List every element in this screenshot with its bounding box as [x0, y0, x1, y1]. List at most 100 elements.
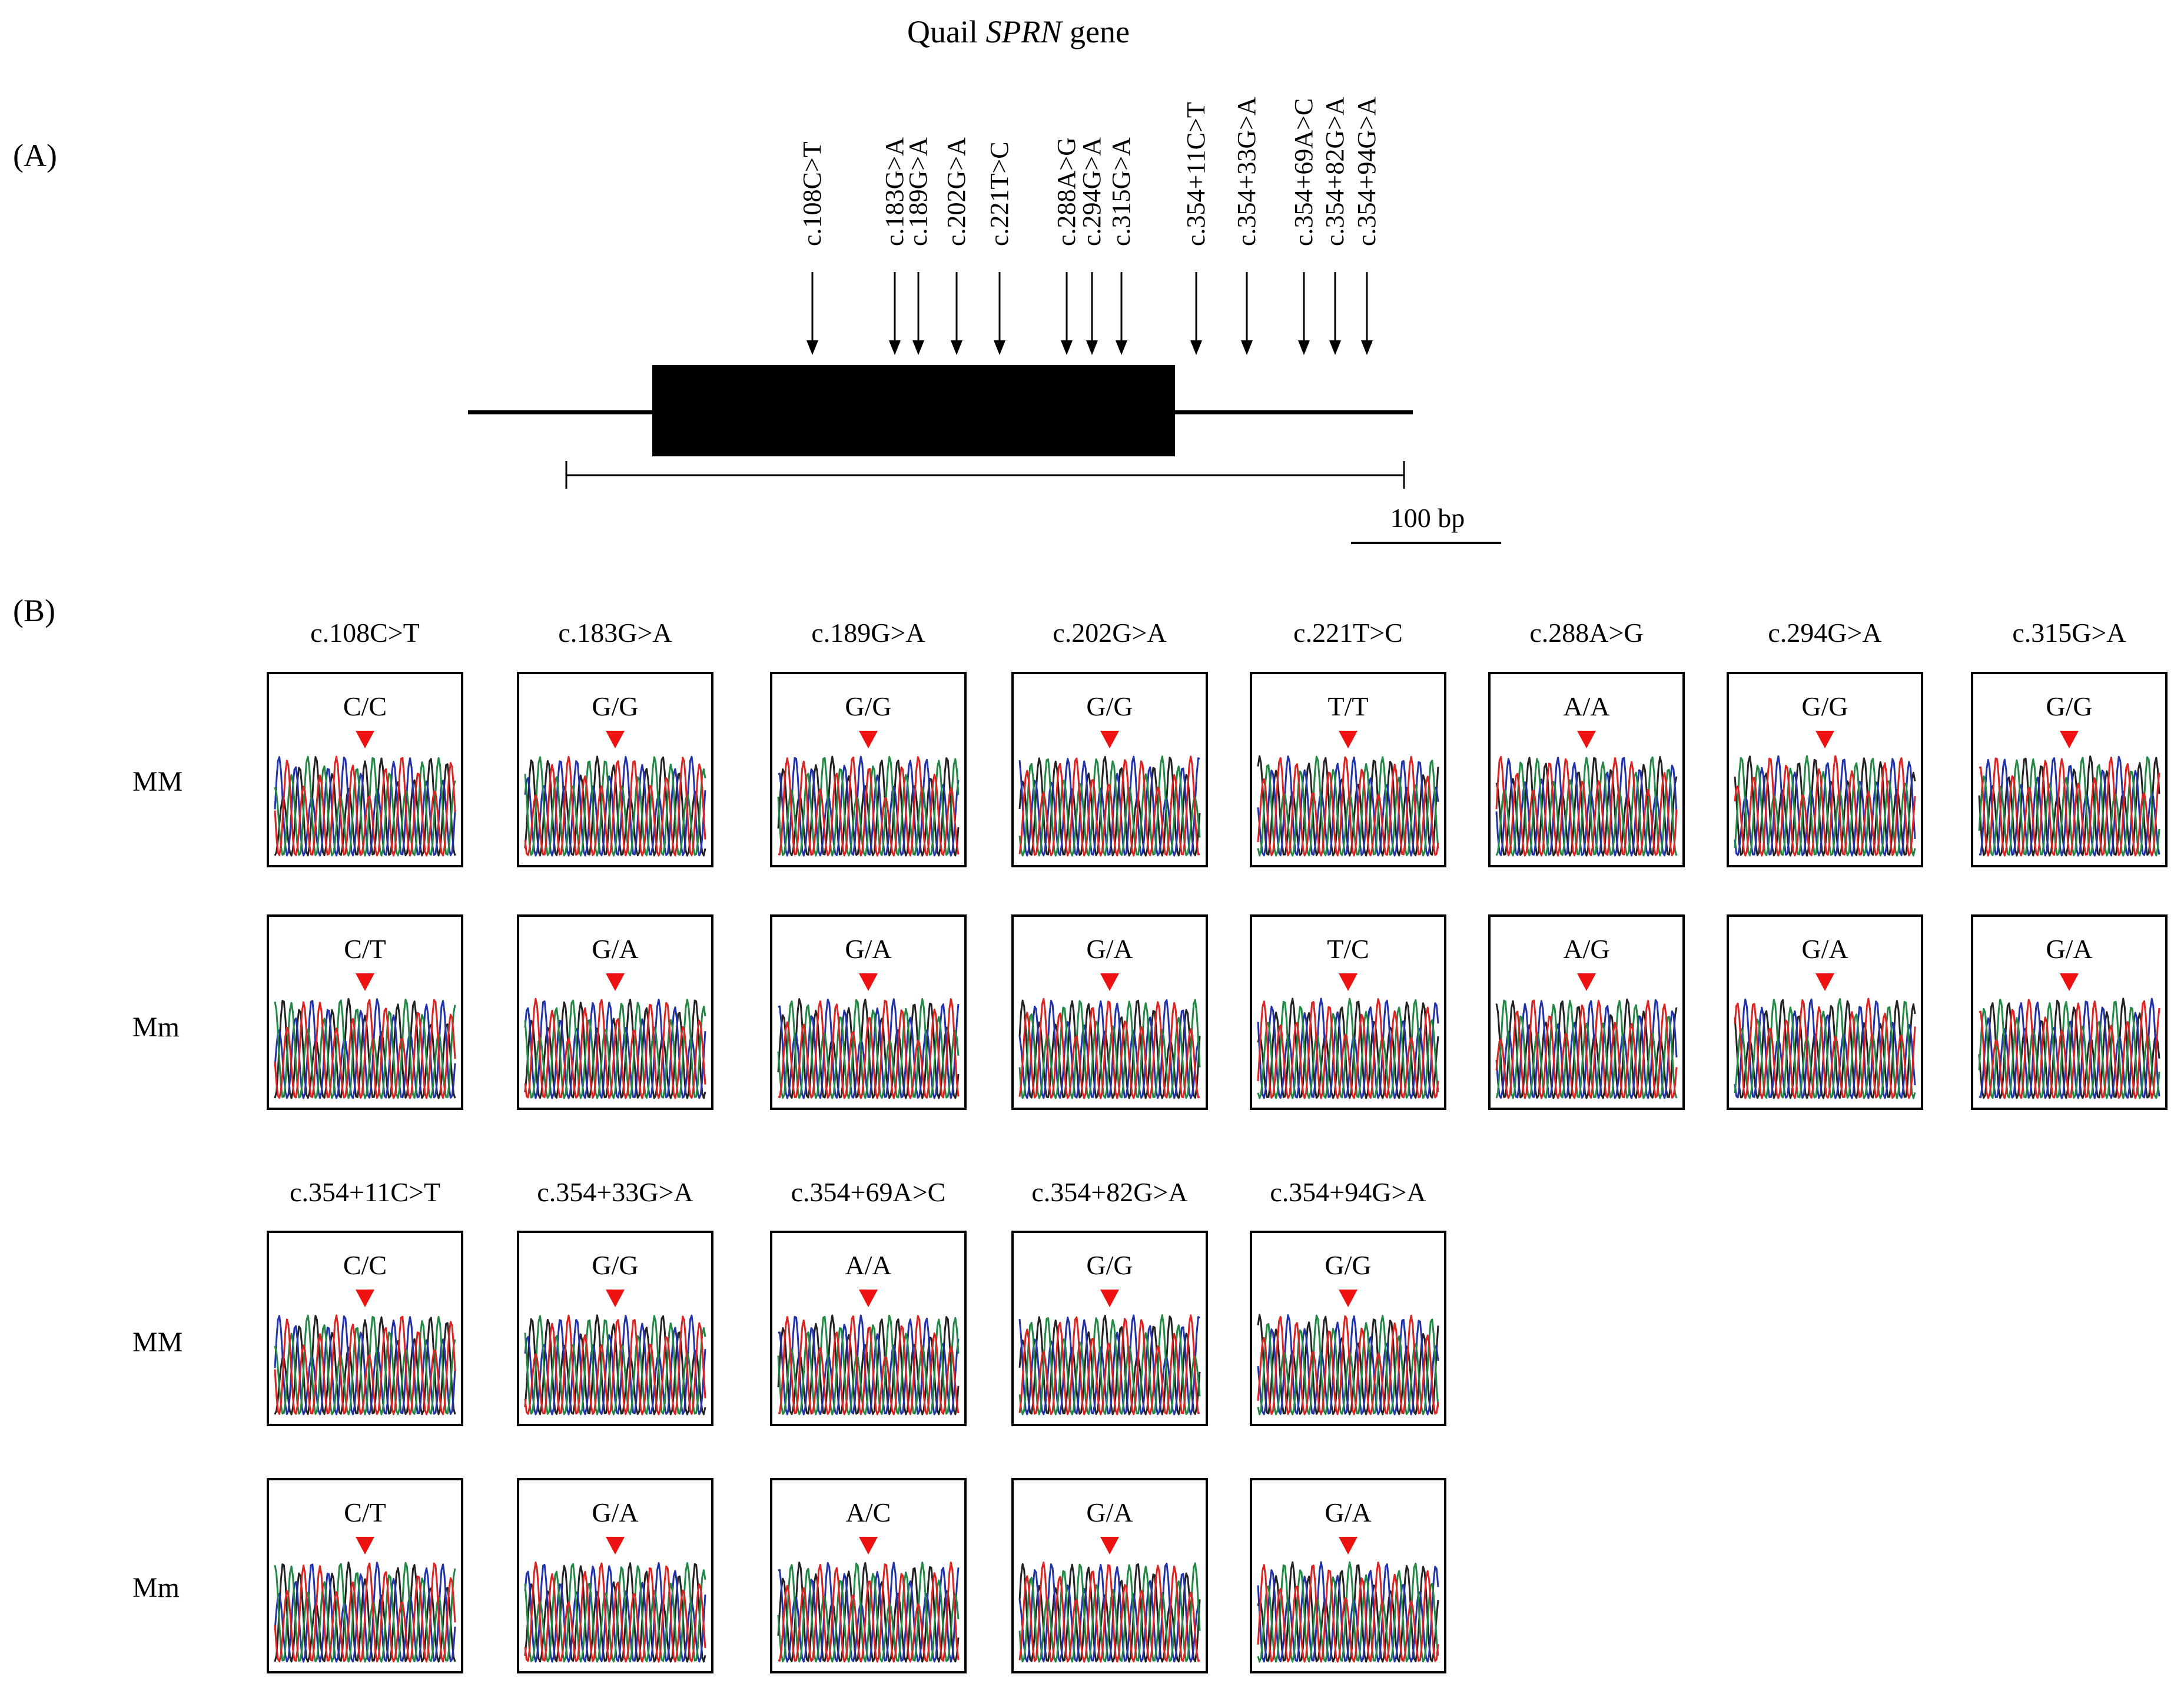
- snp-marker-icon: [1577, 731, 1596, 748]
- arrow-head: [1086, 340, 1098, 355]
- trace-line: [274, 1314, 456, 1416]
- snp-marker-icon: [1339, 973, 1357, 991]
- snp-marker-icon: [1339, 731, 1357, 748]
- chromatogram-box: C/T: [267, 1478, 463, 1673]
- trace-line: [1979, 756, 2160, 857]
- trace-line: [524, 1562, 706, 1663]
- snp-marker-icon: [859, 973, 878, 991]
- chromatogram-box: G/G: [517, 672, 713, 867]
- snp-position-label: c.315G>A: [1107, 137, 1136, 246]
- trace-line: [1257, 1314, 1439, 1416]
- trace-line: [1495, 999, 1678, 1099]
- trace-line: [1257, 1314, 1439, 1416]
- trace-line: [1018, 755, 1200, 857]
- snp-position-label: c.183G>A: [880, 137, 909, 246]
- snp-marker-icon: [2060, 731, 2079, 748]
- trace-line: [1979, 997, 2160, 1099]
- trace-line: [1495, 755, 1678, 857]
- genotype-call: G/G: [1086, 691, 1133, 721]
- chromatogram-box: G/A: [770, 914, 967, 1110]
- snp-marker-icon: [606, 1290, 625, 1307]
- arrow-head: [951, 340, 962, 355]
- snp-column-title: c.315G>A: [2012, 618, 2126, 648]
- snp-column-title: c.221T>C: [1293, 618, 1403, 648]
- genotype-row-label: MM: [132, 766, 182, 797]
- genotype-row-label: Mm: [132, 1572, 180, 1603]
- trace-line: [274, 999, 456, 1099]
- trace-line: [1734, 755, 1916, 857]
- chromatogram-box: G/G: [1727, 672, 1923, 867]
- genotype-call: G/A: [592, 1497, 638, 1527]
- trace-line: [1018, 1562, 1201, 1663]
- genotype-call: G/G: [845, 691, 891, 721]
- snp-marker-icon: [606, 973, 625, 991]
- chromatogram-grid: c.108C>TC/CC/Tc.183G>AG/GG/Ac.189G>AG/GG…: [132, 618, 2168, 1673]
- trace-line: [524, 756, 706, 857]
- snp-column-title: c.202G>A: [1053, 618, 1166, 648]
- chromatogram-box: G/A: [1011, 914, 1208, 1110]
- chromatogram-box: A/A: [1488, 672, 1685, 867]
- genotype-call: A/A: [1563, 691, 1609, 721]
- chromatogram-box: G/A: [1011, 1478, 1208, 1673]
- snp-arrow: c.354+11C>T: [1181, 102, 1210, 355]
- snp-marker-icon: [1100, 731, 1119, 748]
- trace-line: [524, 997, 706, 1099]
- trace-line: [778, 998, 960, 1099]
- snp-position-label: c.354+82G>A: [1320, 97, 1349, 246]
- snp-marker-icon: [1815, 731, 1834, 748]
- trace-line: [274, 1315, 456, 1416]
- snp-column-title: c.189G>A: [811, 618, 925, 648]
- trace-line: [1018, 997, 1200, 1099]
- trace-line: [1734, 998, 1916, 1099]
- trace-line: [1734, 997, 1916, 1099]
- genotype-call: G/A: [1325, 1497, 1371, 1527]
- trace-line: [274, 1314, 456, 1416]
- snp-arrow: c.294G>A: [1077, 137, 1106, 355]
- snp-position-label: c.288A>G: [1052, 137, 1081, 246]
- trace-line: [1734, 755, 1916, 857]
- snp-arrow: c.183G>A: [880, 137, 909, 355]
- figure-title: Quail SPRN gene: [907, 14, 1130, 49]
- trace-line: [777, 998, 960, 1099]
- genotype-call: G/A: [2046, 934, 2092, 964]
- chromatogram-box: G/G: [517, 1231, 713, 1426]
- trace-line: [1257, 997, 1439, 1099]
- snp-column-title: c.288A>G: [1529, 618, 1643, 648]
- trace-line: [778, 998, 960, 1099]
- trace-line: [1734, 998, 1916, 1099]
- genotype-call: C/T: [344, 934, 386, 964]
- chromatogram-box: T/C: [1250, 914, 1446, 1110]
- arrow-head: [1329, 340, 1341, 355]
- arrow-head: [1361, 340, 1373, 355]
- trace-line: [778, 1562, 960, 1663]
- chromatogram-box: C/C: [267, 672, 463, 867]
- trace-line: [1978, 998, 2160, 1099]
- trace-line: [274, 1561, 456, 1663]
- chromatogram-box: G/A: [1971, 914, 2168, 1110]
- trace-line: [274, 755, 456, 857]
- trace-line: [1734, 999, 1916, 1099]
- snp-marker-icon: [859, 1290, 878, 1307]
- trace-line: [777, 1562, 960, 1663]
- snp-column-title: c.354+33G>A: [537, 1177, 693, 1207]
- chromatogram-box: G/A: [1250, 1478, 1446, 1673]
- chromatogram-box: G/A: [517, 914, 713, 1110]
- trace-line: [1257, 755, 1439, 857]
- chromatogram-box: C/C: [267, 1231, 463, 1426]
- snp-position-label: c.294G>A: [1077, 137, 1106, 246]
- snp-marker-icon: [606, 731, 625, 748]
- trace-line: [524, 1314, 706, 1416]
- snp-marker-icon: [1339, 1290, 1357, 1307]
- snp-column-title: c.294G>A: [1768, 618, 1881, 648]
- panel-b-label: (B): [13, 593, 55, 628]
- trace-line: [1018, 1314, 1200, 1416]
- snp-marker-icon: [1100, 1537, 1119, 1555]
- genotype-call: A/C: [846, 1497, 891, 1527]
- snp-arrow: c.189G>A: [904, 137, 932, 355]
- genotype-call: C/C: [343, 1250, 387, 1280]
- chromatogram-box: G/G: [1011, 672, 1208, 867]
- snp-arrow: c.354+82G>A: [1320, 97, 1349, 355]
- genotype-call: G/G: [592, 691, 638, 721]
- snp-marker-icon: [356, 731, 374, 748]
